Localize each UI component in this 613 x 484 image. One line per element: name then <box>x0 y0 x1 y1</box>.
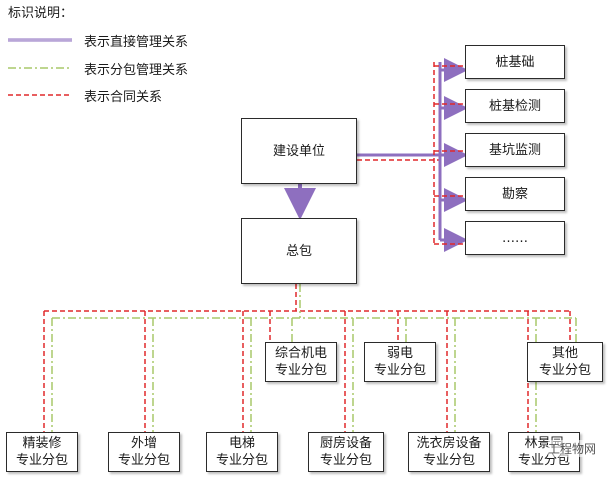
node-pit-monitor: 基坑监测 <box>465 133 565 167</box>
node-weak: 弱电专业分包 <box>364 342 436 382</box>
node-elevator: 电梯专业分包 <box>206 432 278 472</box>
owner-to-consultants <box>357 58 468 252</box>
node-other-line1: 其他 <box>551 346 578 361</box>
node-facade-line2: 专业分包 <box>117 453 170 468</box>
node-survey: 勘察 <box>465 177 565 211</box>
node-laundry-line1: 洗衣房设备 <box>416 436 482 451</box>
node-pile-test-label: 桩基检测 <box>488 98 541 114</box>
node-other: 其他专业分包 <box>527 342 603 382</box>
node-kitchen: 厨房设备专业分包 <box>308 432 384 472</box>
legend-contract-label: 表示合同关系 <box>84 90 163 105</box>
node-fitout-line2: 专业分包 <box>15 453 68 468</box>
node-general: 总包 <box>241 218 357 284</box>
node-elevator-line2: 专业分包 <box>215 453 268 468</box>
node-facade: 外增专业分包 <box>108 432 180 472</box>
node-elevator-line1: 电梯 <box>228 436 255 451</box>
node-kitchen-line2: 专业分包 <box>319 453 372 468</box>
node-etc-label: …… <box>502 230 528 246</box>
watermark-text: 工程物网 <box>548 440 597 457</box>
legend-direct-label: 表示直接管理关系 <box>84 35 189 50</box>
node-pile-test: 桩基检测 <box>465 89 565 123</box>
node-owner-label: 建设单位 <box>272 143 325 159</box>
node-survey-label: 勘察 <box>501 186 528 202</box>
node-fitout-line1: 精装修 <box>22 436 62 451</box>
node-mep-line1: 综合机电 <box>274 346 327 361</box>
node-weak-line2: 专业分包 <box>373 363 426 378</box>
node-pile: 桩基础 <box>465 45 565 79</box>
node-pile-label: 桩基础 <box>495 54 535 70</box>
node-mep: 综合机电专业分包 <box>265 342 337 382</box>
node-mep-line2: 专业分包 <box>274 363 327 378</box>
node-other-line2: 专业分包 <box>538 363 591 378</box>
node-owner: 建设单位 <box>241 118 357 184</box>
node-laundry: 洗衣房设备专业分包 <box>408 432 490 472</box>
legend-title: 标识说明： <box>8 6 74 21</box>
legend-sub-label: 表示分包管理关系 <box>84 63 189 78</box>
node-weak-line1: 弱电 <box>386 346 413 361</box>
node-general-label: 总包 <box>285 243 312 259</box>
node-fitout: 精装修专业分包 <box>6 432 78 472</box>
node-pit-monitor-label: 基坑监测 <box>488 142 541 158</box>
node-laundry-line2: 专业分包 <box>422 453 475 468</box>
legend-lines <box>8 38 72 96</box>
node-facade-line1: 外增 <box>130 436 157 451</box>
general-to-subs <box>43 284 577 432</box>
node-etc: …… <box>465 221 565 255</box>
node-kitchen-line1: 厨房设备 <box>319 436 372 451</box>
